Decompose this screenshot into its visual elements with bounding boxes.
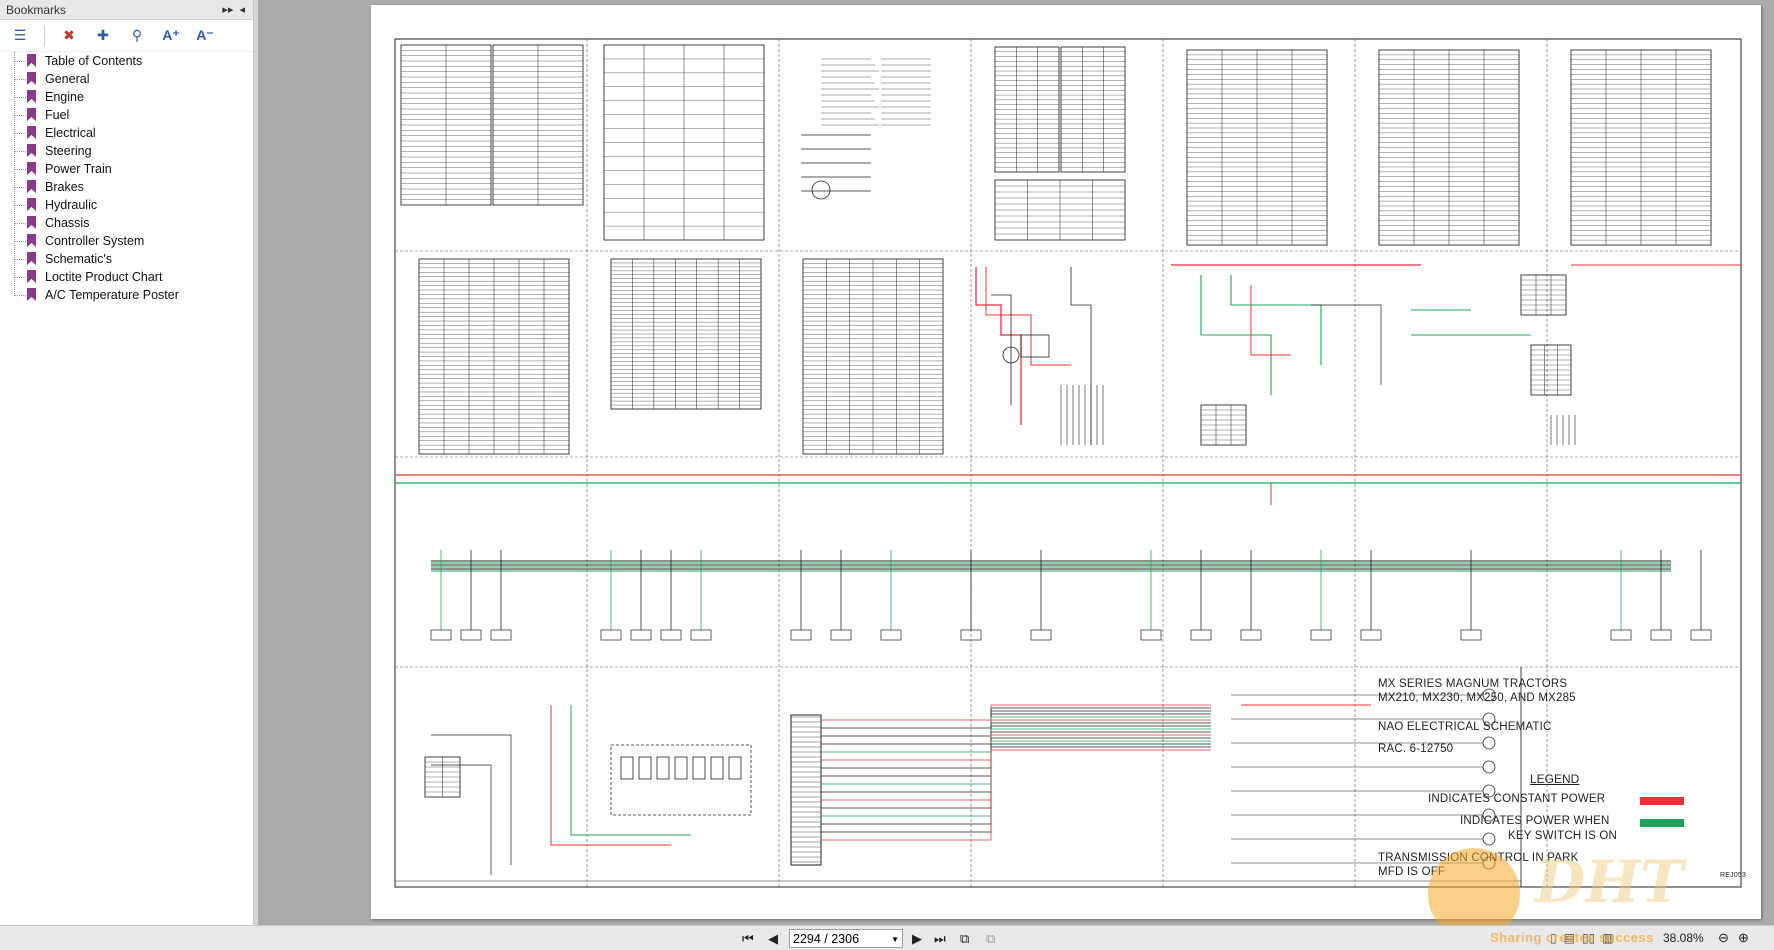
bookmark-item[interactable]: Hydraulic: [0, 196, 253, 214]
legend-heading: LEGEND: [1530, 772, 1580, 786]
bookmark-label: A/C Temperature Poster: [45, 288, 179, 302]
bookmark-icon: [27, 54, 36, 67]
watermark-letters: DHT: [1535, 848, 1684, 916]
bookmark-label: Fuel: [45, 108, 70, 122]
bookmark-item[interactable]: Electrical: [0, 124, 253, 142]
bookmark-icon: [27, 126, 36, 139]
bookmark-item[interactable]: A/C Temperature Poster: [0, 286, 253, 304]
legend-constant-label: INDICATES CONSTANT POWER: [1428, 793, 1606, 805]
bookmark-item[interactable]: Brakes: [0, 178, 253, 196]
bookmark-label: Controller System: [45, 234, 145, 248]
doc-title-line1: MX SERIES MAGNUM TRACTORS: [1378, 678, 1568, 690]
view-mode-group: ▯ ▤ ▯▯ ▥: [1550, 931, 1614, 945]
bookmark-label: Steering: [45, 144, 92, 158]
doc-title-line4: RAC. 6-12750: [1378, 743, 1454, 755]
first-page-icon[interactable]: ⏮: [742, 931, 754, 946]
bookmark-label: Schematic's: [45, 252, 112, 266]
bookmark-label: Engine: [45, 90, 84, 104]
find-bookmark-icon[interactable]: ⚲: [131, 27, 143, 43]
reference-code: REJ053: [1720, 872, 1747, 879]
bookmark-label: Hydraulic: [45, 198, 98, 212]
navigation-bar: ⏮ ◀ 2294 / 2306 ▼ ▶ ⏭ ⧉ ⧉ ▯ ▤ ▯▯ ▥ 38.08…: [0, 925, 1774, 950]
bookmark-label: Chassis: [45, 216, 90, 230]
bookmark-icon: [27, 162, 36, 175]
doc-title-line3: NAO ELECTRICAL SCHEMATIC: [1378, 721, 1552, 733]
legend-constant-swatch: [1640, 797, 1684, 805]
bookmark-label: Loctite Product Chart: [45, 270, 163, 284]
bookmarks-panel: Bookmarks ▸▸ ◂ ☰ ✖ ✚ ⚲ A⁺ A⁻ Table of Co…: [0, 0, 254, 925]
bookmark-item[interactable]: General: [0, 70, 253, 88]
bookmark-item[interactable]: Power Train: [0, 160, 253, 178]
single-page-icon[interactable]: ▯: [1550, 931, 1557, 945]
previous-page-icon[interactable]: ◀: [768, 931, 778, 946]
note-mfd: MFD IS OFF: [1378, 866, 1446, 878]
document-viewport[interactable]: [258, 0, 1774, 925]
bookmark-item[interactable]: Chassis: [0, 214, 253, 232]
bookmark-icon: [27, 234, 36, 247]
legend-key-swatch: [1640, 819, 1684, 827]
bookmark-icon: [27, 216, 36, 229]
facing-icon[interactable]: ▯▯: [1581, 931, 1596, 945]
bookmark-item[interactable]: Table of Contents: [0, 52, 253, 70]
bookmark-icon: [27, 108, 36, 121]
bookmark-label: Table of Contents: [45, 54, 143, 68]
bookmark-icon: [27, 144, 36, 157]
watermark-logo: [1428, 848, 1520, 940]
next-page-icon[interactable]: ▶: [912, 931, 922, 946]
zoom-level[interactable]: 38.08%: [1663, 931, 1704, 945]
last-page-icon[interactable]: ⏭: [934, 931, 946, 946]
bookmark-icon: [27, 252, 36, 265]
increase-font-icon[interactable]: A⁺: [162, 27, 180, 43]
previous-view-icon[interactable]: ⧉: [960, 931, 970, 946]
delete-bookmark-icon[interactable]: ✖: [63, 27, 75, 43]
bookmark-item[interactable]: Steering: [0, 142, 253, 160]
bookmark-label: General: [45, 72, 90, 86]
watermark-slogan: Sharing creates success: [1490, 930, 1654, 945]
bookmark-icon: [27, 198, 36, 211]
bookmark-icon: [27, 270, 36, 283]
document-page: [371, 5, 1761, 919]
cover-icon[interactable]: ▥: [1602, 931, 1614, 945]
collapse-panel-icon[interactable]: ◂: [239, 4, 245, 16]
decrease-font-icon[interactable]: A⁻: [196, 27, 214, 43]
continuous-icon[interactable]: ▤: [1563, 931, 1575, 945]
add-bookmark-icon[interactable]: ✚: [97, 27, 109, 43]
legend-key-label-2: KEY SWITCH IS ON: [1508, 830, 1618, 842]
bookmarks-header: Bookmarks ▸▸ ◂: [0, 0, 253, 20]
chevron-down-icon[interactable]: ▼: [891, 935, 899, 944]
bookmark-item[interactable]: Fuel: [0, 106, 253, 124]
bookmark-icon: [27, 90, 36, 103]
expand-panel-icon[interactable]: ▸▸: [222, 4, 234, 16]
schematic-drawing: [394, 38, 1742, 888]
legend-key-label-1: INDICATES POWER WHEN: [1460, 815, 1610, 827]
bookmark-label: Power Train: [45, 162, 112, 176]
bookmark-icon: [27, 72, 36, 85]
panel-splitter[interactable]: [254, 0, 258, 925]
doc-title-line2: MX210, MX230, MX250, AND MX285: [1378, 692, 1576, 704]
zoom-in-icon[interactable]: ⊕: [1738, 930, 1749, 945]
bookmark-item[interactable]: Schematic's: [0, 250, 253, 268]
zoom-out-icon[interactable]: ⊖: [1718, 930, 1729, 945]
bookmarks-toolbar: ☰ ✖ ✚ ⚲ A⁺ A⁻: [0, 20, 253, 52]
bookmark-icon: [27, 180, 36, 193]
page-number-value: 2294 / 2306: [793, 931, 860, 946]
page-number-field[interactable]: 2294 / 2306 ▼: [789, 929, 903, 948]
bookmarks-title: Bookmarks: [6, 2, 67, 17]
bookmark-item[interactable]: Controller System: [0, 232, 253, 250]
bookmark-label: Electrical: [45, 126, 96, 140]
bookmark-item[interactable]: Engine: [0, 88, 253, 106]
bookmark-label: Brakes: [45, 180, 84, 194]
bookmark-icon: [27, 288, 36, 301]
next-view-icon[interactable]: ⧉: [986, 931, 996, 946]
bookmark-item[interactable]: Loctite Product Chart: [0, 268, 253, 286]
bookmark-options-icon[interactable]: ☰: [13, 27, 27, 43]
